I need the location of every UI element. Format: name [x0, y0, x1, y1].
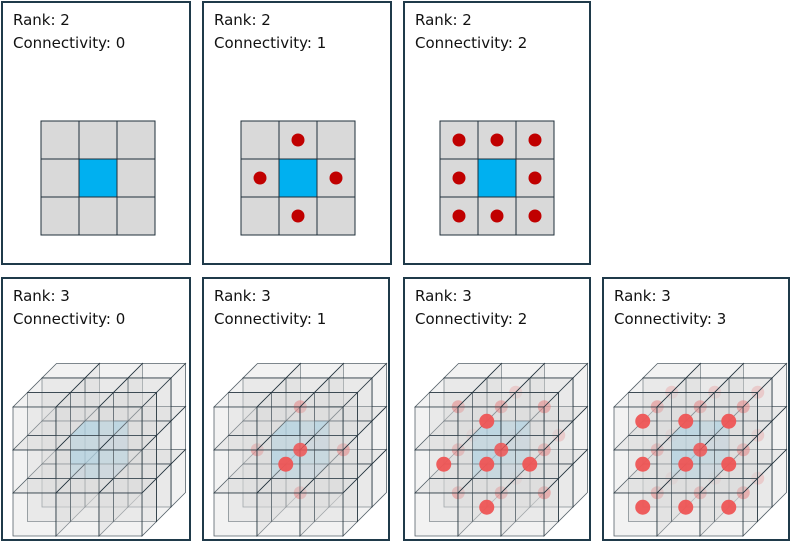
connectivity-label: Connectivity: 1 — [214, 34, 327, 52]
cube-front-face — [213, 492, 258, 537]
neighbor-dot — [528, 171, 542, 185]
neighbor-dot — [678, 456, 694, 472]
neighbor-dot — [452, 209, 466, 223]
grid-cell — [78, 196, 118, 236]
grid-3d-figure — [414, 362, 589, 537]
grid-cube — [112, 463, 172, 523]
panel-label: Rank: 3 Connectivity: 2 — [415, 285, 527, 331]
grid-3d-figure — [613, 362, 788, 537]
neighbor-dot — [678, 413, 694, 429]
grid-cell — [40, 196, 80, 236]
connectivity-label: Connectivity: 2 — [415, 34, 528, 52]
grid-2d-figure — [439, 120, 555, 236]
neighbor-dot — [490, 133, 504, 147]
cube-front-face — [457, 492, 502, 537]
cube-front-face — [299, 492, 344, 537]
panel-rank3-conn0: Rank: 3 Connectivity: 0 — [1, 277, 191, 541]
grid-cell — [240, 120, 280, 160]
cube-front-face — [256, 492, 301, 537]
panel-rank3-conn3: Rank: 3 Connectivity: 3 — [602, 277, 790, 541]
rank-label: Rank: 2 — [214, 11, 271, 29]
grid-cell — [240, 196, 280, 236]
panel-label: Rank: 3 Connectivity: 0 — [13, 285, 125, 331]
panel-rank2-conn2: Rank: 2 Connectivity: 2 — [403, 1, 591, 265]
rank-label: Rank: 3 — [214, 287, 271, 305]
rank-label: Rank: 3 — [614, 287, 671, 305]
grid-cube — [98, 477, 158, 537]
grid-cell — [116, 158, 156, 198]
connectivity-label: Connectivity: 2 — [415, 310, 528, 328]
panel-label: Rank: 2 Connectivity: 2 — [415, 9, 527, 55]
neighbor-dot — [479, 413, 495, 429]
grid-3d-figure — [12, 362, 187, 537]
grid-cell — [116, 120, 156, 160]
cube-front-face — [414, 492, 459, 537]
neighbor-dot — [678, 499, 694, 515]
cube-front-face — [613, 492, 658, 537]
panel-label: Rank: 3 Connectivity: 1 — [214, 285, 326, 331]
cube-front-face — [55, 492, 100, 537]
rank-label: Rank: 2 — [415, 11, 472, 29]
panel-rank2-conn1: Rank: 2 Connectivity: 1 — [202, 1, 392, 265]
center-dot — [494, 442, 509, 457]
center-dot — [693, 442, 708, 457]
grid-cell — [40, 120, 80, 160]
connectivity-label: Connectivity: 1 — [214, 310, 327, 328]
neighbor-dot — [436, 456, 452, 472]
neighbor-dot — [329, 171, 343, 185]
cube-front-face — [98, 492, 143, 537]
grid-cell — [316, 196, 356, 236]
neighbor-dot — [635, 413, 651, 429]
neighbor-dot — [528, 133, 542, 147]
cube-front-face — [656, 492, 701, 537]
center-cell — [78, 158, 118, 198]
neighbor-dot — [253, 171, 267, 185]
neighbor-dot — [479, 456, 495, 472]
center-cell — [477, 158, 517, 198]
rank-label: Rank: 3 — [415, 287, 472, 305]
neighbor-dot — [635, 499, 651, 515]
neighbor-dot — [721, 456, 737, 472]
panel-rank2-conn0: Rank: 2 Connectivity: 0 — [1, 1, 191, 265]
neighbor-dot — [635, 456, 651, 472]
neighbor-dot — [291, 133, 305, 147]
center-cell — [278, 158, 318, 198]
panel-label: Rank: 2 Connectivity: 0 — [13, 9, 125, 55]
panel-rank3-conn2: Rank: 3 Connectivity: 2 — [403, 277, 591, 541]
neighbor-dot — [528, 209, 542, 223]
neighbor-dot — [452, 171, 466, 185]
grid-cube — [299, 477, 359, 537]
cube-front-face — [12, 492, 57, 537]
grid-cell — [316, 120, 356, 160]
cube-front-face — [500, 492, 545, 537]
neighbor-dot — [452, 133, 466, 147]
connectivity-label: Connectivity: 0 — [13, 310, 126, 328]
rank-label: Rank: 3 — [13, 287, 70, 305]
neighbor-dot — [291, 209, 305, 223]
connectivity-label: Connectivity: 3 — [614, 310, 727, 328]
grid-cell — [116, 196, 156, 236]
connectivity-label: Connectivity: 0 — [13, 34, 126, 52]
neighbor-dot — [479, 499, 495, 515]
cube-front-face — [699, 492, 744, 537]
panel-rank3-conn1: Rank: 3 Connectivity: 1 — [202, 277, 390, 541]
grid-cell — [40, 158, 80, 198]
neighbor-dot — [490, 209, 504, 223]
panel-label: Rank: 3 Connectivity: 3 — [614, 285, 726, 331]
grid-cube — [500, 477, 560, 537]
neighbor-dot — [522, 456, 538, 472]
neighbor-dot — [721, 499, 737, 515]
neighbor-dot — [278, 456, 294, 472]
rank-label: Rank: 2 — [13, 11, 70, 29]
panel-label: Rank: 2 Connectivity: 1 — [214, 9, 326, 55]
grid-cell — [78, 120, 118, 160]
center-dot — [293, 442, 308, 457]
neighbor-dot — [721, 413, 737, 429]
grid-2d-figure — [240, 120, 356, 236]
grid-3d-figure — [213, 362, 388, 537]
grid-2d-figure — [40, 120, 156, 236]
grid-cube — [299, 391, 359, 451]
